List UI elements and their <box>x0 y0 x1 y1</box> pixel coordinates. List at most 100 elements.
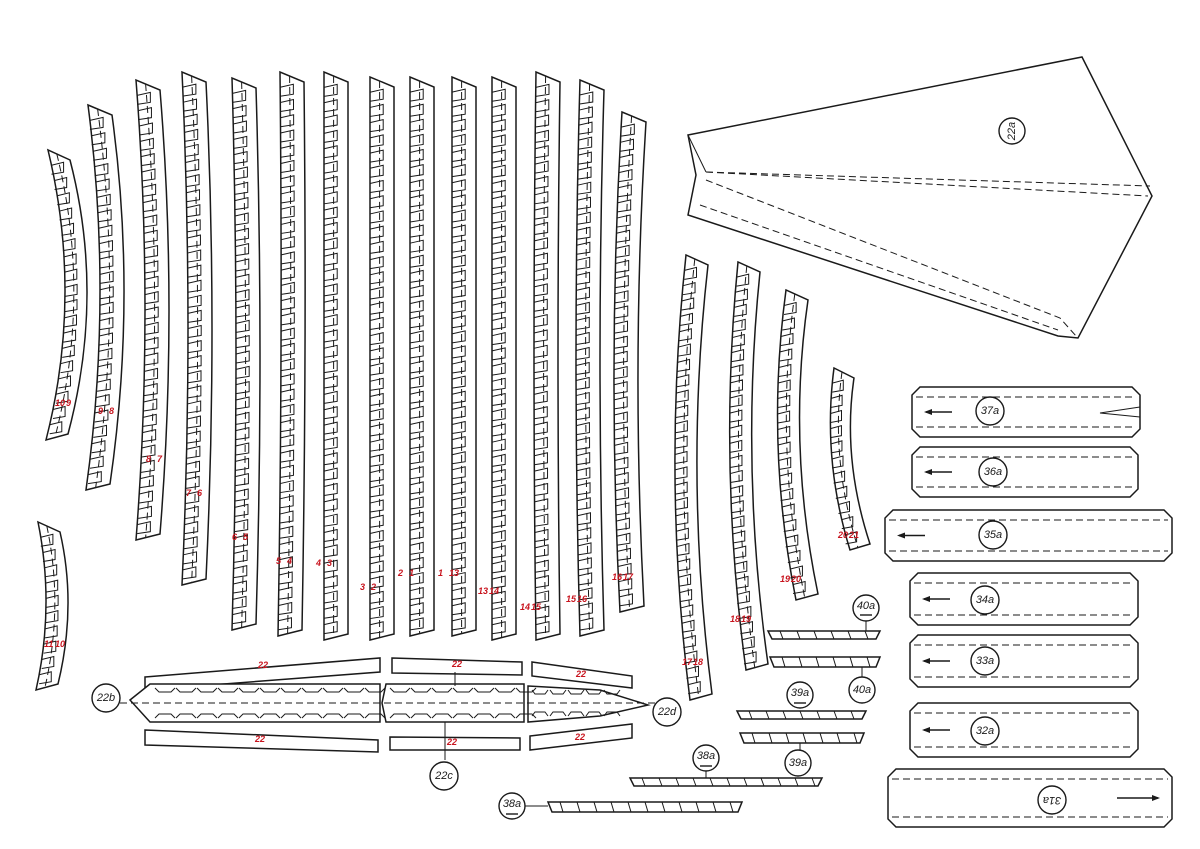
rib-tab <box>678 573 692 587</box>
rib-tab <box>280 220 295 234</box>
rib-tab <box>369 438 384 452</box>
rib-tab <box>280 83 294 97</box>
rib-tab <box>369 605 384 620</box>
rib-tab <box>533 406 548 420</box>
rib-tab <box>451 556 466 570</box>
rib-tab <box>831 455 844 469</box>
rib-tab <box>451 617 466 631</box>
rib-tab <box>451 254 466 268</box>
rib-tab <box>62 344 75 358</box>
rib-tab <box>323 221 338 236</box>
rib-tab <box>675 496 688 511</box>
rib-tab <box>576 211 591 225</box>
rib-tab <box>323 436 338 450</box>
rib-tab <box>533 298 548 312</box>
rib-tab <box>64 298 78 313</box>
rib-tab <box>534 513 549 527</box>
rib-tab <box>235 258 250 272</box>
rib-tab <box>782 317 795 331</box>
rib-tab <box>235 243 250 257</box>
rib-tab <box>617 199 632 213</box>
rib-tab <box>577 512 591 526</box>
rib-tab <box>682 282 696 296</box>
rib-tab <box>614 426 628 440</box>
rib-tab <box>534 482 549 496</box>
rib-tab <box>279 510 294 524</box>
rib-tab <box>409 164 424 178</box>
rib-tab <box>142 183 157 197</box>
rib-tab <box>235 381 250 395</box>
rib-tab <box>323 114 338 128</box>
rib-mark-b: 7 <box>157 454 163 464</box>
rib-tab <box>232 595 247 609</box>
rib-mark-a: 15 <box>566 594 577 604</box>
strip22-tab <box>585 711 603 717</box>
rib-tab <box>183 551 198 565</box>
rib-tab <box>54 176 68 191</box>
rib-tab <box>576 226 591 240</box>
rib-tab <box>534 452 548 466</box>
rib-tab <box>409 179 424 193</box>
rib-tab <box>779 348 793 362</box>
rib-tab <box>98 224 113 238</box>
rib-tab <box>674 435 688 449</box>
rib-tab <box>615 502 630 516</box>
rib-mark-a: 14 <box>520 602 530 612</box>
rib-tab <box>733 545 747 559</box>
strip-39a-bottom <box>738 732 866 744</box>
svg-text:22b: 22b <box>96 692 115 704</box>
rib-tab <box>578 572 593 586</box>
rib-tab <box>278 571 293 585</box>
rib-tab <box>783 301 797 315</box>
rib-tab <box>576 406 590 421</box>
rib-tab <box>234 519 249 533</box>
rib-tab <box>451 209 466 223</box>
rib-tab <box>182 83 197 97</box>
rib-tab <box>137 91 151 105</box>
rib-tab <box>409 587 424 601</box>
rib-tab <box>64 314 77 328</box>
label-circle <box>978 457 1008 487</box>
rib-tab <box>409 556 424 570</box>
rib-tab <box>491 484 506 498</box>
strip22-bottom-label-3: 22 <box>574 732 585 742</box>
rib-tab <box>409 315 424 329</box>
rib-tab <box>451 103 466 117</box>
rib-tab <box>731 515 745 529</box>
rib-tab <box>139 490 153 504</box>
rib-tab <box>681 297 695 311</box>
rib-tab <box>780 487 794 501</box>
rib-fold-line <box>145 83 156 539</box>
rib-mark-b: 18 <box>693 657 703 667</box>
rib-tab <box>57 192 70 206</box>
rib-tab <box>323 129 338 143</box>
rib-tab <box>184 521 199 535</box>
rib-tab <box>579 602 593 616</box>
rib-tab <box>323 283 338 297</box>
rib-tab <box>491 179 506 194</box>
rib-tab <box>575 346 590 360</box>
rib-tab <box>613 381 628 395</box>
strip22-tab <box>154 687 176 693</box>
rib-tab <box>830 425 842 439</box>
rib-tab <box>233 120 247 134</box>
rib-tab <box>232 611 247 625</box>
rib-tab <box>576 452 591 466</box>
rib-tab <box>235 273 250 287</box>
strip22-tab <box>196 687 218 693</box>
rib-outline <box>776 288 819 601</box>
rib-fold-line <box>54 153 75 439</box>
rib-tab <box>736 273 750 287</box>
rib-tab <box>323 482 338 496</box>
strip22-tab <box>364 713 386 719</box>
label-circle-39a-top: 39a <box>786 681 814 709</box>
rib-tab <box>615 244 630 258</box>
rib-tab <box>575 316 590 330</box>
rib-tab <box>613 365 628 380</box>
rib-tab <box>142 413 157 427</box>
rib-tab <box>576 482 591 496</box>
rib-tab <box>186 445 201 459</box>
strip22-tab <box>280 713 302 719</box>
rib-mark-b: 10 <box>55 639 65 649</box>
rib-tab <box>323 375 338 389</box>
